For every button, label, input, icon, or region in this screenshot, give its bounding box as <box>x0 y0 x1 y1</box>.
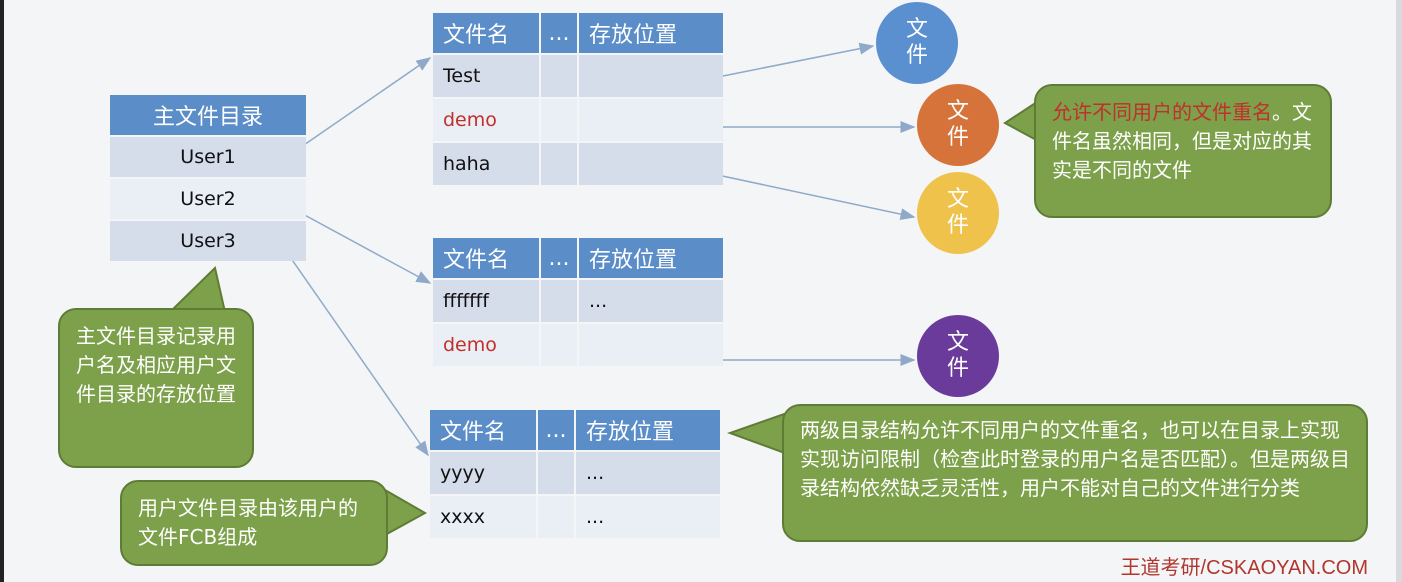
ufd-note-text: 用户文件目录由该用户的文件FCB组成 <box>138 496 358 549</box>
master-row-user1: User1 <box>110 137 306 177</box>
ud2-header-filename: 文件名 <box>433 238 539 278</box>
ufd-note-tail <box>384 488 428 537</box>
ud1-mid-3 <box>541 143 577 185</box>
master-directory-note: 主文件目录记录用户名及相应用户文件目录的存放位置 <box>58 308 254 468</box>
file-circle-orange: 文件 <box>917 84 999 166</box>
ud3-mid-1 <box>538 452 574 494</box>
ud3-header-location: 存放位置 <box>576 410 720 450</box>
master-note-tail <box>167 266 227 313</box>
file-circle-yellow: 文件 <box>917 172 999 254</box>
watermark: 王道考研/CSKAOYAN.COM <box>1120 557 1368 579</box>
ud3-header-filename: 文件名 <box>430 410 536 450</box>
right-frame-edge <box>1396 0 1402 582</box>
ud1-name-test: Test <box>433 55 539 97</box>
arrow-haha-to-file <box>712 173 916 221</box>
file-circle-purple-label: 文件 <box>946 330 969 381</box>
user-directory-2: 文件名 ... 存放位置 fffffff ... demo <box>431 236 725 368</box>
ud2-mid-1 <box>541 280 577 322</box>
ud1-header-more: ... <box>541 13 577 53</box>
file-circle-blue: 文件 <box>876 2 958 84</box>
ud2-name-fffffff: fffffff <box>433 280 539 322</box>
arrow-user3-to-table3 <box>287 253 429 457</box>
ud1-loc-1 <box>579 55 723 97</box>
ufd-note: 用户文件目录由该用户的文件FCB组成 <box>120 480 388 566</box>
master-row-user2: User2 <box>110 179 306 219</box>
ud1-loc-2 <box>579 99 723 141</box>
file-circle-blue-label: 文件 <box>905 17 928 68</box>
rename-note: 允许不同用户的文件重名。文件名虽然相同，但是对应的其实是不同的文件 <box>1034 84 1332 218</box>
ud1-name-haha: haha <box>433 143 539 185</box>
ud3-mid-2 <box>538 496 574 538</box>
file-circle-orange-label: 文件 <box>946 99 969 150</box>
ud1-loc-3 <box>579 143 723 185</box>
ud3-name-yyyy: yyyy <box>430 452 536 494</box>
rename-note-text: 。文件名虽然相同，但是对应的其实是不同的文件 <box>1052 100 1312 182</box>
ud3-loc-2: ... <box>576 496 720 538</box>
ud1-header-filename: 文件名 <box>433 13 539 53</box>
summary-note-text: 两级目录结构允许不同用户的文件重名，也可以在目录上实现实现访问限制（检查此时登录… <box>800 418 1350 500</box>
ud2-name-demo: demo <box>433 324 539 366</box>
ud3-name-xxxx: xxxx <box>430 496 536 538</box>
arrow-test-to-file <box>707 42 875 80</box>
ud2-mid-2 <box>541 324 577 366</box>
ud2-loc-2 <box>579 324 723 366</box>
user-directory-1: 文件名 ... 存放位置 Test demo haha <box>431 11 725 187</box>
file-circle-purple: 文件 <box>917 315 999 397</box>
master-file-directory: 主文件目录 User1 User2 User3 <box>108 93 308 263</box>
ud2-header-location: 存放位置 <box>579 238 723 278</box>
ud2-header-more: ... <box>541 238 577 278</box>
file-circle-yellow-label: 文件 <box>946 187 969 238</box>
ud1-name-demo: demo <box>433 99 539 141</box>
rename-note-highlight: 允许不同用户的文件重名 <box>1052 100 1272 124</box>
left-frame-edge <box>0 0 4 582</box>
ud1-mid-1 <box>541 55 577 97</box>
summary-note-tail <box>727 410 791 457</box>
master-directory-header: 主文件目录 <box>110 95 306 135</box>
ud1-header-location: 存放位置 <box>579 13 723 53</box>
master-row-user3: User3 <box>110 221 306 261</box>
ud1-mid-2 <box>541 99 577 141</box>
user-directory-3: 文件名 ... 存放位置 yyyy ... xxxx ... <box>428 408 722 540</box>
arrow-user1-to-table1 <box>287 57 432 157</box>
summary-note: 两级目录结构允许不同用户的文件重名，也可以在目录上实现实现访问限制（检查此时登录… <box>782 404 1368 542</box>
ud2-loc-1: ... <box>579 280 723 322</box>
ud3-header-more: ... <box>538 410 574 450</box>
arrow-user2-to-table2 <box>287 205 432 284</box>
ud3-loc-1: ... <box>576 452 720 494</box>
master-directory-note-text: 主文件目录记录用户名及相应用户文件目录的存放位置 <box>76 324 236 406</box>
